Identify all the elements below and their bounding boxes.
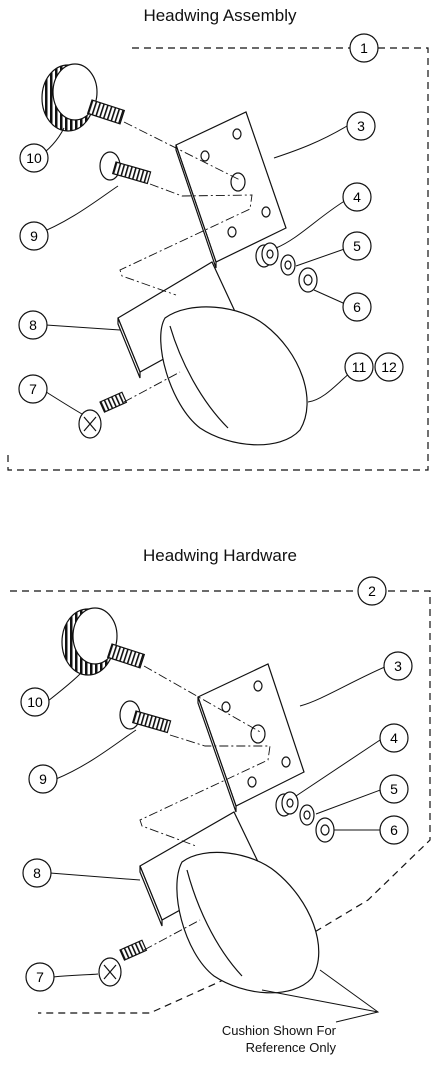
callout-label: 9 xyxy=(39,771,47,787)
callout-2: 2 xyxy=(357,576,387,606)
washer-part-6 xyxy=(298,267,318,293)
lock-washer-part-5 xyxy=(280,254,296,276)
callout-label: 4 xyxy=(390,730,398,746)
callout-label: 4 xyxy=(353,189,361,205)
callout-label: 9 xyxy=(30,228,38,244)
callout-label: 12 xyxy=(381,359,397,375)
assembly-diagram xyxy=(7,47,429,471)
callout-7: 7 xyxy=(18,374,48,404)
callout-label: 11 xyxy=(352,359,367,375)
callout-label: 6 xyxy=(390,822,398,838)
callout-label: 8 xyxy=(29,317,37,333)
callout-6: 6 xyxy=(342,292,372,322)
callout-11: 11 xyxy=(344,352,374,382)
callout-4: 4 xyxy=(342,182,372,212)
bolt-part-9 xyxy=(99,151,152,185)
washer-part-6 xyxy=(315,817,335,843)
assembly-title: Headwing Assembly xyxy=(143,6,297,25)
callout-label: 7 xyxy=(36,969,44,985)
callout-3: 3 xyxy=(383,651,413,681)
callout-5: 5 xyxy=(379,774,409,804)
cushion-reference-note: Cushion Shown For Reference Only xyxy=(150,1022,336,1056)
lock-washer-part-5 xyxy=(299,804,315,826)
hardware-diagram xyxy=(10,590,431,1023)
callout-label: 5 xyxy=(390,781,398,797)
knob-part-10 xyxy=(61,607,146,676)
note-line-2: Reference Only xyxy=(245,1040,336,1055)
hardware-boundary xyxy=(10,590,431,1014)
note-line-1: Cushion Shown For xyxy=(221,1023,336,1038)
callout-9: 9 xyxy=(19,221,49,251)
callout-9: 9 xyxy=(28,764,58,794)
callout-label: 3 xyxy=(357,118,365,134)
callout-8: 8 xyxy=(18,310,48,340)
callout-6: 6 xyxy=(379,815,409,845)
callout-10: 10 xyxy=(19,143,49,173)
plate-part-3 xyxy=(197,663,305,813)
assembly-boundary xyxy=(7,47,429,471)
knob-part-10 xyxy=(41,63,126,132)
callout-7: 7 xyxy=(25,962,55,992)
callout-10: 10 xyxy=(20,687,50,717)
callout-label: 3 xyxy=(394,658,402,674)
callout-8: 8 xyxy=(22,858,52,888)
bolt-part-9 xyxy=(119,700,172,734)
callout-label: 8 xyxy=(33,865,41,881)
callout-label: 7 xyxy=(29,381,37,397)
callout-5: 5 xyxy=(342,231,372,261)
callout-label: 10 xyxy=(26,150,42,166)
callout-12: 12 xyxy=(374,352,404,382)
callout-label: 10 xyxy=(27,694,43,710)
cushion-part-11 xyxy=(160,306,308,446)
callout-label: 6 xyxy=(353,299,361,315)
callout-label: 1 xyxy=(360,40,368,56)
spacer-part-4 xyxy=(255,242,279,268)
screw-part-7 xyxy=(98,939,148,987)
callout-label: 5 xyxy=(353,238,361,254)
callout-label: 2 xyxy=(368,583,376,599)
callout-1: 1 xyxy=(349,33,379,63)
callout-3: 3 xyxy=(346,111,376,141)
cushion-reference xyxy=(176,851,320,994)
screw-part-7 xyxy=(78,391,128,439)
callout-4: 4 xyxy=(379,723,409,753)
hardware-title: Headwing Hardware xyxy=(142,546,298,565)
spacer-part-4 xyxy=(275,791,299,817)
